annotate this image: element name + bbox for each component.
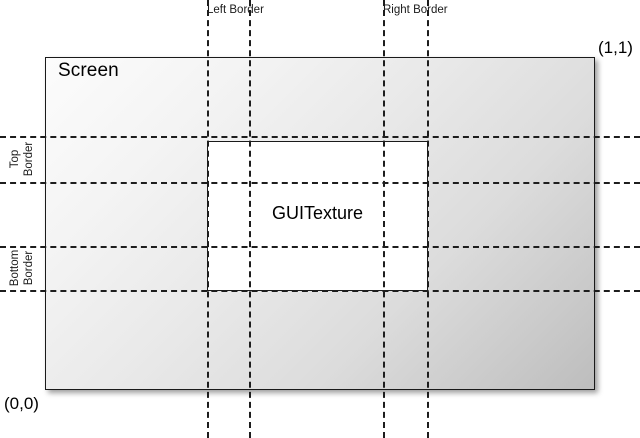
guide-line-bottom-border-outer: [0, 290, 640, 292]
guitexture-label: GUITexture: [271, 203, 364, 223]
guide-line-right-border-outer: [427, 0, 429, 438]
guide-line-top-border-outer: [0, 136, 640, 138]
bottom-border-annotation: Bottom Border: [9, 232, 37, 304]
bottom-border-label-line1: Bottom: [9, 249, 21, 287]
bottom-border-label-line2: Border: [22, 250, 35, 286]
guide-line-left-border-outer: [249, 0, 251, 438]
right-border-label-line1: Right: [383, 4, 410, 16]
guitexture-rectangle: [207, 141, 428, 291]
top-border-annotation: Top Border: [9, 129, 37, 189]
top-border-label-line2: Border: [22, 141, 35, 177]
coordinate-label-bottom-left: (0,0): [4, 394, 39, 413]
guide-line-bottom-border-inner: [0, 246, 640, 248]
guide-line-left-border-inner: [207, 0, 209, 438]
left-border-label-line1: Left: [207, 4, 227, 16]
left-border-annotation: Left Border: [207, 4, 264, 18]
top-border-label-line1: Top: [9, 149, 21, 169]
screen-label: Screen: [58, 60, 119, 81]
coordinate-label-top-right: (1,1): [598, 38, 633, 57]
left-border-label-line2: Border: [229, 4, 264, 16]
guide-line-top-border-inner: [0, 182, 640, 184]
right-border-label-line2: Border: [413, 4, 448, 16]
guide-line-right-border-inner: [383, 0, 385, 438]
right-border-annotation: Right Border: [383, 4, 448, 18]
